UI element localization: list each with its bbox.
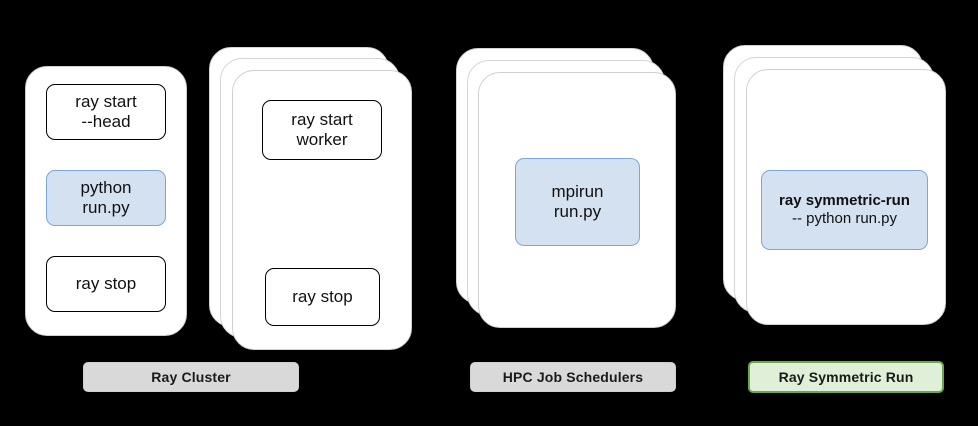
command-line-1: ray start [75,91,137,111]
command-line-2: --head [81,112,131,131]
command-box-python-run-py[interactable]: python run.py [46,170,166,226]
group-label-hpc-job-schedulers[interactable]: HPC Job Schedulers [470,362,676,392]
group-label-ray-symmetric-run[interactable]: Ray Symmetric Run [748,361,944,393]
group-label-ray-cluster[interactable]: Ray Cluster [83,362,299,392]
command-line-1: mpirun [551,181,604,201]
command-line-1: ray stop [75,273,137,293]
command-line-1: ray symmetric-run [779,192,910,210]
group-label-text: HPC Job Schedulers [502,369,644,385]
command-box-ray-stop-worker[interactable]: ray stop [265,268,380,326]
command-box-ray-stop-head[interactable]: ray stop [46,256,166,312]
command-line-2: -- python run.py [791,210,898,227]
command-line-2: run.py [82,198,130,217]
group-label-text: Ray Symmetric Run [778,369,914,385]
command-box-ray-start-head[interactable]: ray start --head [46,84,166,140]
command-box-ray-symmetric-run[interactable]: ray symmetric-run -- python run.py [761,170,928,250]
command-line-1: ray start [291,109,353,129]
command-box-mpirun-run-py[interactable]: mpirun run.py [515,158,640,246]
command-line-2: run.py [553,202,602,221]
group-label-text: Ray Cluster [151,369,231,385]
command-box-ray-start-worker[interactable]: ray start worker [262,100,382,160]
command-line-1: ray stop [292,286,353,306]
command-line-1: python [80,177,132,197]
command-line-2: worker [296,130,348,149]
